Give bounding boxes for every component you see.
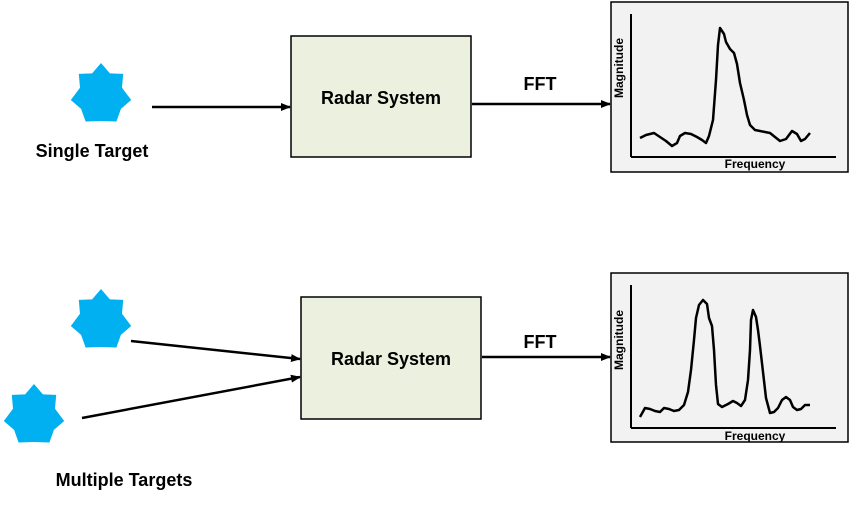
target-star-1-icon xyxy=(70,289,132,348)
single-target-label: Single Target xyxy=(36,141,149,161)
target-star-2-icon xyxy=(3,384,65,443)
bottom-section: Multiple Targets Radar System FFT Magnit… xyxy=(3,272,849,490)
target-2-arrow xyxy=(81,374,301,420)
fft-label-bottom: FFT xyxy=(524,332,557,352)
radar-system-box-bottom xyxy=(300,296,482,420)
single-target-star-icon xyxy=(70,63,132,122)
x-axis-label-top: Frequency xyxy=(725,157,786,171)
y-axis-label-top: Magnitude xyxy=(612,38,626,98)
y-axis-label-bottom: Magnitude xyxy=(612,310,626,370)
multiple-targets-label: Multiple Targets xyxy=(56,470,193,490)
plot-frame-bottom xyxy=(610,272,849,443)
fft-label-top: FFT xyxy=(524,74,557,94)
target-1-arrow xyxy=(130,339,301,363)
radar-system-label-top: Radar System xyxy=(321,88,441,108)
spectrum-trace-two-peaks xyxy=(638,298,810,418)
spectrum-plot-bottom: Magnitude Frequency xyxy=(610,272,849,443)
x-axis-label-bottom: Frequency xyxy=(725,429,786,443)
plot-frame-top xyxy=(610,1,849,173)
radar-system-label-bottom: Radar System xyxy=(331,349,451,369)
spectrum-trace-single-peak xyxy=(639,26,811,148)
radar-system-box-top xyxy=(290,35,472,158)
spectrum-plot-top: Magnitude Frequency xyxy=(610,1,849,173)
top-section: Single Target Radar System FFT Magnitude… xyxy=(36,1,849,173)
